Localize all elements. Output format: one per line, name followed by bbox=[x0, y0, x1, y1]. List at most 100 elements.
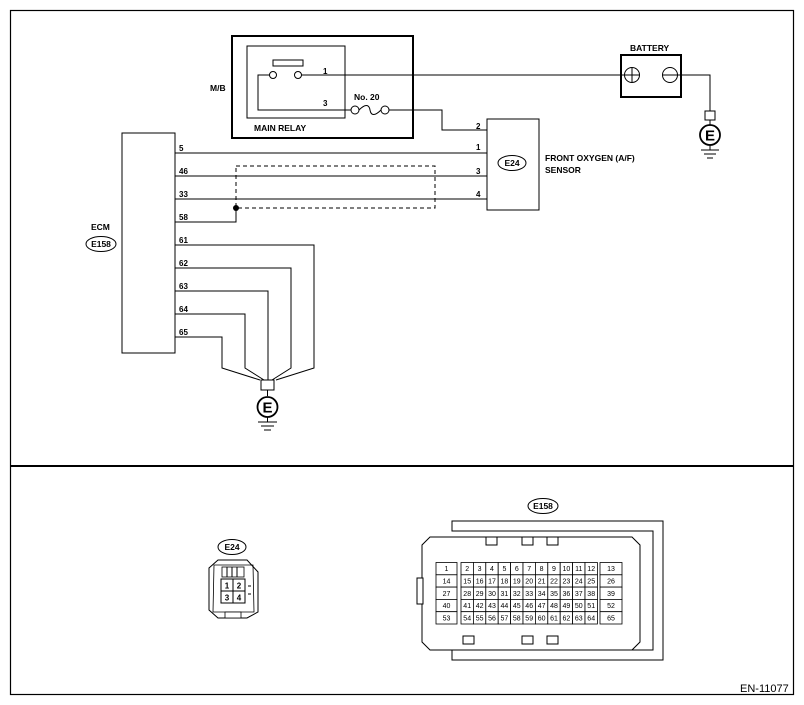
e158-pin-36: 36 bbox=[563, 591, 571, 598]
e24-cell-4 bbox=[232, 590, 246, 604]
ecm-connector-badge bbox=[85, 236, 117, 252]
e158-pin-6: 6 bbox=[515, 566, 519, 573]
e24-title-badge bbox=[217, 539, 247, 555]
sensor-pin-4: 4 bbox=[476, 190, 481, 199]
wire-battery-ground bbox=[677, 74, 711, 111]
e158-pin-47: 47 bbox=[538, 603, 546, 610]
fuse-terminal-left bbox=[350, 105, 360, 115]
e158-pin-9: 9 bbox=[552, 566, 556, 573]
e158-pin-54: 54 bbox=[463, 615, 471, 622]
sensor-name-line1: FRONT OXYGEN (A/F) bbox=[545, 153, 635, 163]
e158-pin-55: 55 bbox=[476, 615, 484, 622]
e24-pin-4: 4 bbox=[237, 594, 242, 603]
ecm-box bbox=[121, 132, 176, 354]
ecm-pin-63: 63 bbox=[179, 282, 188, 291]
e158-pin-40: 40 bbox=[443, 603, 451, 610]
e158-pin-60: 60 bbox=[538, 615, 546, 622]
wire-ecm63-ground bbox=[175, 290, 269, 380]
e158-pin-27: 27 bbox=[443, 591, 451, 598]
e158-pin-10: 10 bbox=[563, 566, 571, 573]
ecm-ground-terminal bbox=[260, 379, 275, 391]
e158-pin-1: 1 bbox=[445, 566, 449, 573]
ecm-pin-46: 46 bbox=[179, 167, 188, 176]
sensor-pin-3: 3 bbox=[476, 167, 481, 176]
e158-pin-56: 56 bbox=[488, 615, 496, 622]
e158-pin-57: 57 bbox=[501, 615, 509, 622]
e158-pin-43: 43 bbox=[488, 603, 496, 610]
ecm-pin-33: 33 bbox=[179, 190, 188, 199]
e158-pin-48: 48 bbox=[550, 603, 558, 610]
main-relay-label: MAIN RELAY bbox=[254, 123, 306, 133]
e158-pin-25: 25 bbox=[587, 578, 595, 585]
fuse-label: No. 20 bbox=[354, 92, 380, 102]
e158-pin-52: 52 bbox=[607, 603, 615, 610]
e158-title-badge bbox=[527, 498, 559, 514]
ecm-pin-58: 58 bbox=[179, 213, 188, 222]
e158-pin-44: 44 bbox=[501, 603, 509, 610]
e24-pin-3: 3 bbox=[225, 594, 230, 603]
wire-ecm64-ground bbox=[175, 313, 265, 381]
wire-ecm61-ground bbox=[175, 244, 315, 381]
ecm-pin-65: 65 bbox=[179, 328, 188, 337]
mb-box bbox=[231, 35, 414, 139]
sensor-connector-badge bbox=[497, 155, 527, 171]
e158-pin-5: 5 bbox=[502, 566, 506, 573]
ecm-pin-64: 64 bbox=[179, 305, 188, 314]
e158-title: E158 bbox=[533, 501, 553, 511]
e158-pin-41: 41 bbox=[463, 603, 471, 610]
e158-pin-39: 39 bbox=[607, 591, 615, 598]
ecm-ground: E bbox=[256, 379, 279, 431]
e158-pin-22: 22 bbox=[550, 578, 558, 585]
fuse-no20: No. 20 bbox=[350, 92, 390, 115]
ecm-connector-label: E158 bbox=[91, 239, 111, 249]
ecm-pin-5: 5 bbox=[179, 144, 184, 153]
e158-pin-2: 2 bbox=[465, 566, 469, 573]
ecm-label: ECM bbox=[91, 222, 110, 232]
e158-pin-59: 59 bbox=[525, 615, 533, 622]
sensor-connector-label: E24 bbox=[504, 158, 519, 168]
ecm-pin-62: 62 bbox=[179, 259, 188, 268]
e24-connector-view: E24 1 2 3 4 bbox=[208, 539, 259, 619]
e158-pin-4: 4 bbox=[490, 566, 494, 573]
e158-pin-35: 35 bbox=[550, 591, 558, 598]
e158-pin-11: 11 bbox=[575, 566, 582, 573]
e158-pin-33: 33 bbox=[525, 591, 533, 598]
e158-pin-53: 53 bbox=[443, 615, 451, 622]
e158-pin-30: 30 bbox=[488, 591, 496, 598]
e158-pin-26: 26 bbox=[607, 578, 615, 585]
e158-pin-8: 8 bbox=[540, 566, 544, 573]
ecm-pin-61: 61 bbox=[179, 236, 188, 245]
e158-pin-51: 51 bbox=[587, 603, 595, 610]
relay-internal-wire bbox=[257, 74, 345, 111]
shield-junction bbox=[233, 205, 239, 211]
e158-pin-64-cell bbox=[584, 611, 598, 625]
battery-positive-terminal bbox=[624, 67, 640, 83]
e158-pin-19: 19 bbox=[513, 578, 521, 585]
wire-fuse-to-sensor bbox=[389, 109, 487, 131]
e158-pin-28: 28 bbox=[463, 591, 471, 598]
battery-box bbox=[620, 54, 682, 98]
e158-pin-45: 45 bbox=[513, 603, 521, 610]
e158-pin-20: 20 bbox=[525, 578, 533, 585]
ecm-ground-letter: E bbox=[262, 400, 272, 417]
e24-bottom-key bbox=[224, 611, 242, 619]
e158-pin-62: 62 bbox=[563, 615, 571, 622]
e158-pin-63: 63 bbox=[575, 615, 583, 622]
e158-pin-13: 13 bbox=[607, 566, 615, 573]
e158-pin-65-cell bbox=[599, 611, 623, 625]
relay-contact-right bbox=[294, 71, 302, 79]
outer-frame bbox=[9, 9, 795, 696]
wire-ecm62-ground bbox=[175, 267, 292, 381]
main-relay-block: M/B MAIN RELAY 1 3 bbox=[210, 35, 414, 139]
e158-pin-18: 18 bbox=[501, 578, 509, 585]
e158-pin-49: 49 bbox=[563, 603, 571, 610]
e158-side-key bbox=[416, 577, 424, 605]
e24-pin-1: 1 bbox=[225, 582, 230, 591]
relay-pin-3: 3 bbox=[323, 99, 328, 108]
e158-pin-17: 17 bbox=[488, 578, 496, 585]
relay-contact-left bbox=[269, 71, 277, 79]
e158-pin-50: 50 bbox=[575, 603, 583, 610]
e24-pin-2: 2 bbox=[237, 582, 242, 591]
